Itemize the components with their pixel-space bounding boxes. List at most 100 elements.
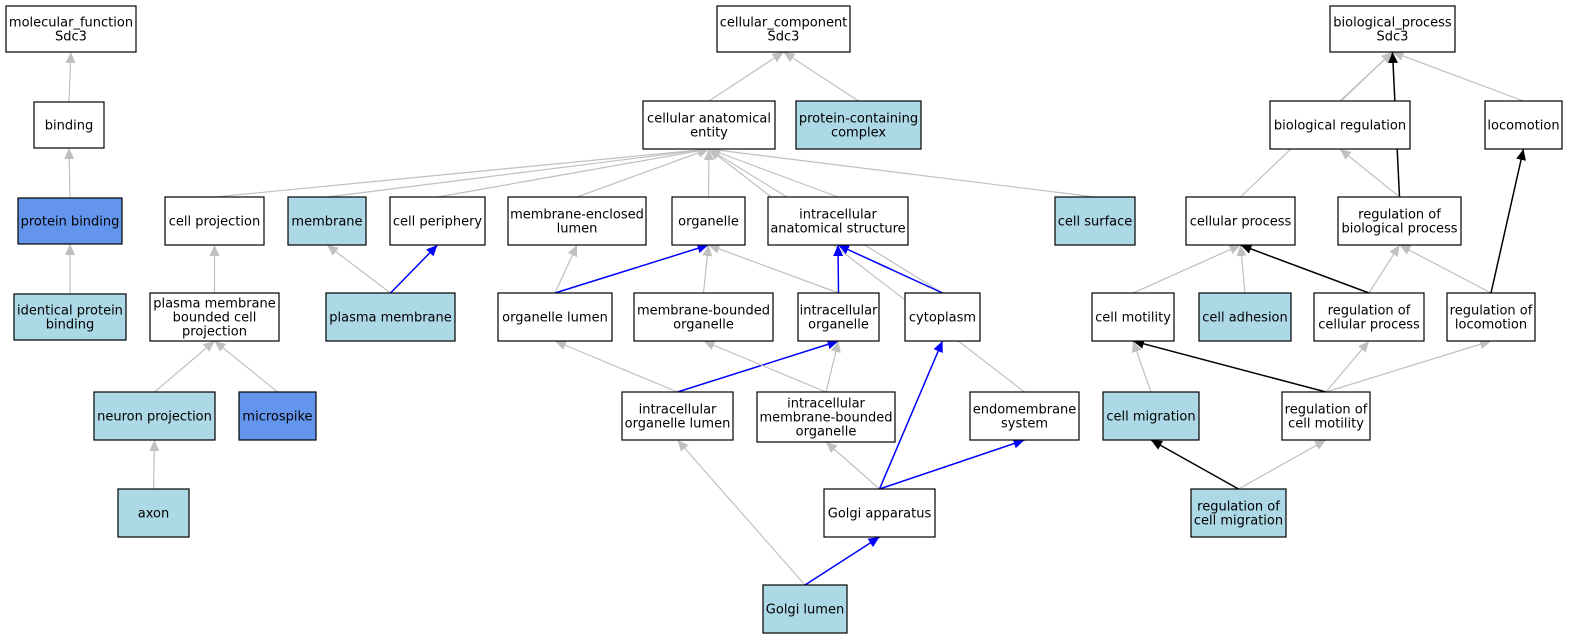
node-box <box>762 584 848 634</box>
node-box <box>1446 292 1536 342</box>
node-box <box>1269 100 1411 150</box>
node-cellular-process[interactable]: cellular process <box>1185 196 1296 246</box>
node-label-line: regulation of <box>1358 208 1441 223</box>
node-label-line: intracellular <box>639 403 717 418</box>
edge-locomotion-to-bp <box>1392 51 1524 102</box>
node-label-line: Sdc3 <box>55 30 87 45</box>
node-label-line: cell motility <box>1288 417 1364 432</box>
node-label-line: organelle <box>796 425 857 440</box>
node-cell-surface[interactable]: cell surface <box>1054 196 1136 246</box>
node-axon[interactable]: axon <box>117 488 190 538</box>
node-box <box>1484 100 1563 150</box>
node-box <box>767 196 909 246</box>
node-golgi[interactable]: Golgi apparatus <box>823 488 936 538</box>
node-label-line: bounded cell <box>173 311 257 326</box>
edge-reg_cp-to-reg_bp <box>1368 244 1401 294</box>
edge-reg_loco-to-reg_bp <box>1399 244 1492 294</box>
node-label-line: cell projection <box>169 215 260 230</box>
edge-golgi_lumen-to-iol <box>677 439 806 586</box>
node-cell-projection[interactable]: cell projection <box>164 196 265 246</box>
node-golgi-lumen[interactable]: Golgi lumen <box>762 584 848 634</box>
node-box <box>287 196 367 246</box>
node-box <box>1313 292 1425 342</box>
node-label-line: intracellular <box>800 304 878 319</box>
node-box <box>238 391 317 441</box>
node-label-line: Golgi apparatus <box>828 507 932 522</box>
edge-cell_migration-to-cell_motility <box>1131 340 1152 393</box>
node-cell-migration[interactable]: cell migration <box>1102 391 1200 441</box>
node-cell-motility[interactable]: cell motility <box>1091 292 1175 342</box>
node-neuron-projection[interactable]: neuron projection <box>93 391 216 441</box>
node-box <box>633 292 774 342</box>
node-label-line: organelle lumen <box>625 417 731 432</box>
node-label-line: molecular_function <box>9 16 133 31</box>
node-box <box>969 391 1080 441</box>
node-box <box>621 391 734 441</box>
node-label-line: entity <box>690 126 728 141</box>
node-organelle[interactable]: organelle <box>671 196 746 246</box>
node-box <box>1185 196 1296 246</box>
node-label-line: cellular process <box>1318 318 1420 333</box>
node-label-line: cellular_component <box>720 16 848 31</box>
edge-organelle-to-cae <box>703 148 714 198</box>
node-protein-binding[interactable]: protein binding <box>17 197 123 245</box>
node-label-line: regulation of <box>1197 500 1280 515</box>
node-cytoplasm[interactable]: cytoplasm <box>904 292 981 342</box>
edge-imbo-to-mbo <box>703 340 827 393</box>
edge-mel-to-cae <box>576 148 710 198</box>
node-box <box>389 196 486 246</box>
node-box <box>33 101 105 149</box>
node-label-line: organelle <box>678 215 739 230</box>
node-membrane[interactable]: membrane <box>287 196 367 246</box>
edge-golgi_lumen-to-golgi <box>804 536 880 586</box>
node-label-line: system <box>1001 417 1048 432</box>
edge-cytoplasm-to-ias <box>837 244 943 294</box>
node-label-line: identical protein <box>17 304 123 319</box>
edge-golgi-to-cytoplasm <box>878 340 944 490</box>
node-binding[interactable]: binding <box>33 101 105 149</box>
node-label-line: cytoplasm <box>909 311 976 326</box>
node-label-line: binding <box>45 119 93 134</box>
node-label-line: complex <box>831 126 886 141</box>
node-box <box>797 292 880 342</box>
node-label-line: projection <box>182 325 247 340</box>
node-cell-adhesion[interactable]: cell adhesion <box>1198 292 1292 342</box>
node-label-line: organelle <box>808 318 869 333</box>
edge-microspike-to-pmbcp <box>214 340 278 393</box>
node-bio-reg[interactable]: biological regulation <box>1269 100 1411 150</box>
edge-axon-to-neuron_projection <box>149 439 160 490</box>
node-box <box>671 196 746 246</box>
node-label-line: protein binding <box>21 215 120 230</box>
node-label-line: microspike <box>242 410 312 425</box>
node-label-line: binding <box>46 318 94 333</box>
node-organelle-lumen[interactable]: organelle lumen <box>497 292 613 342</box>
edge-golgi-to-endomembrane <box>879 438 1025 490</box>
node-cell-periphery[interactable]: cell periphery <box>389 196 486 246</box>
node-locomotion[interactable]: locomotion <box>1484 100 1563 150</box>
node-plasma-membrane[interactable]: plasma membrane <box>325 292 456 342</box>
edge-organelle_lumen-to-mel <box>554 244 578 294</box>
node-microspike[interactable]: microspike <box>238 391 317 441</box>
edge-reg_cm-to-cell_motility <box>1132 338 1327 393</box>
node-box <box>17 197 123 245</box>
